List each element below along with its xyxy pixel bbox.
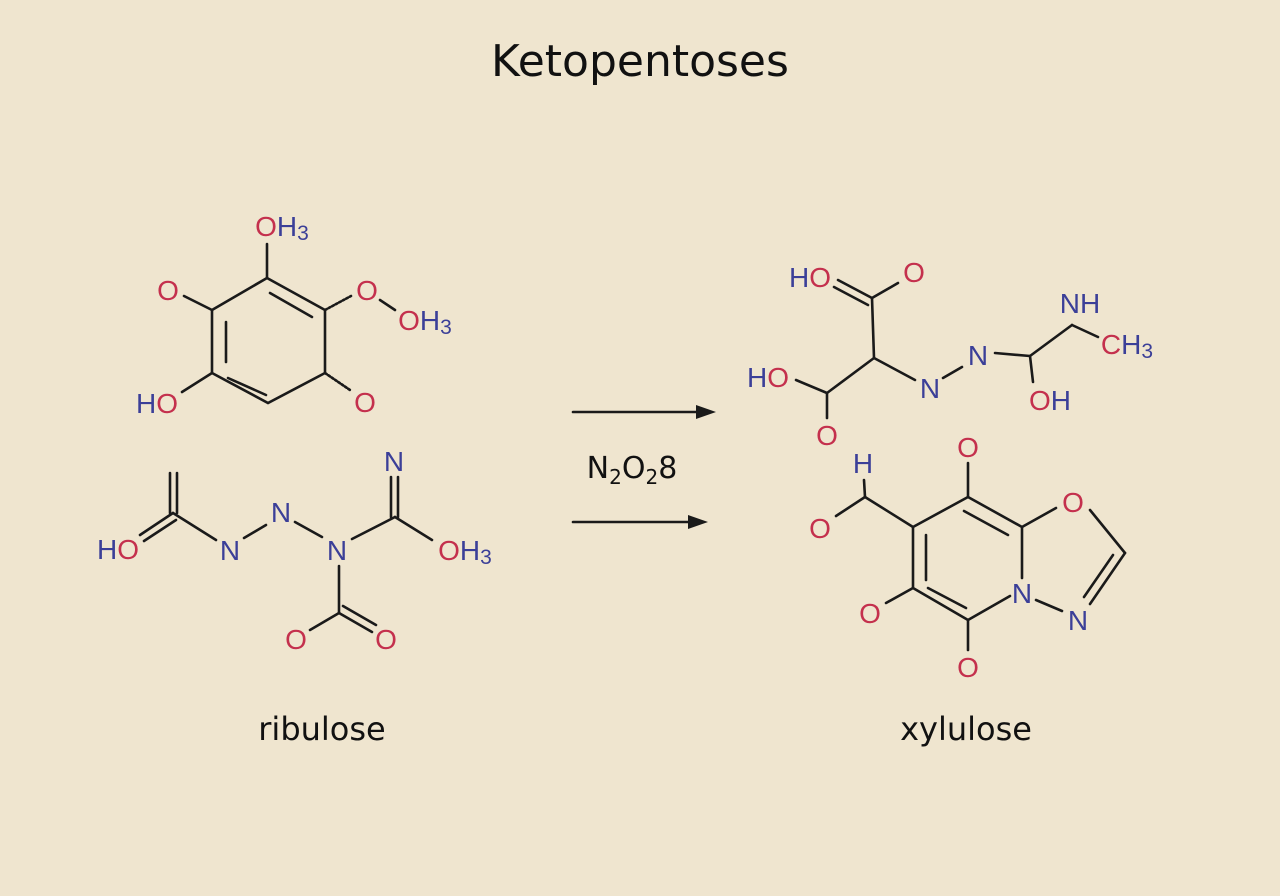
left-chain-molecule: HO N N N N OH3 O O (97, 446, 492, 655)
atom-label: O (957, 652, 979, 683)
reagent-label: N2O28 (587, 451, 678, 489)
atom-label: OH (1029, 385, 1071, 416)
bonds (180, 242, 397, 405)
atom-label: O (809, 513, 831, 544)
atom-label: O (356, 275, 378, 306)
atom-label: N (327, 535, 347, 566)
atom-label: O (375, 624, 397, 655)
left-ring-molecule: OH3 O O OH3 HO O (136, 211, 452, 419)
atom-label: N (220, 535, 240, 566)
atom-label: N (1012, 578, 1032, 609)
atom-label: O (285, 624, 307, 655)
arrowhead-icon (696, 405, 716, 419)
atom-label: N (920, 373, 940, 404)
left-compound-name: ribulose (258, 710, 385, 748)
diagram-title: Ketopentoses (491, 36, 789, 87)
atom-label: O (354, 387, 376, 418)
atom-label: OH3 (438, 535, 492, 569)
atom-label: N (1068, 605, 1088, 636)
atom-label: NH (1060, 288, 1100, 319)
atom-label: CH3 (1101, 329, 1153, 363)
atom-label: O (816, 420, 838, 451)
atom-label: N (384, 446, 404, 477)
atom-label: O (957, 432, 979, 463)
atom-label: OH3 (255, 211, 309, 245)
bonds (138, 471, 434, 634)
arrowhead-icon (688, 515, 708, 529)
atom-label: H (853, 448, 873, 479)
atom-label: HO (97, 534, 139, 565)
atom-label: HO (747, 362, 789, 393)
atom-label: O (157, 275, 179, 306)
atom-label: OH3 (398, 305, 452, 339)
right-chain-molecule: HO O HO O N N OH NH CH3 (747, 257, 1153, 451)
bonds (834, 461, 1127, 652)
atom-label: N (271, 497, 291, 528)
atom-label: O (903, 257, 925, 288)
atom-label: N (968, 340, 988, 371)
atom-label: HO (789, 262, 831, 293)
right-ring-molecule: O H O O N N O O (809, 432, 1127, 683)
atom-label: O (859, 598, 881, 629)
atom-label: HO (136, 388, 178, 419)
reaction-arrows: N2O28 (571, 405, 716, 529)
bonds (794, 278, 1100, 420)
right-compound-name: xylulose (900, 710, 1032, 748)
atom-label: O (1062, 487, 1084, 518)
